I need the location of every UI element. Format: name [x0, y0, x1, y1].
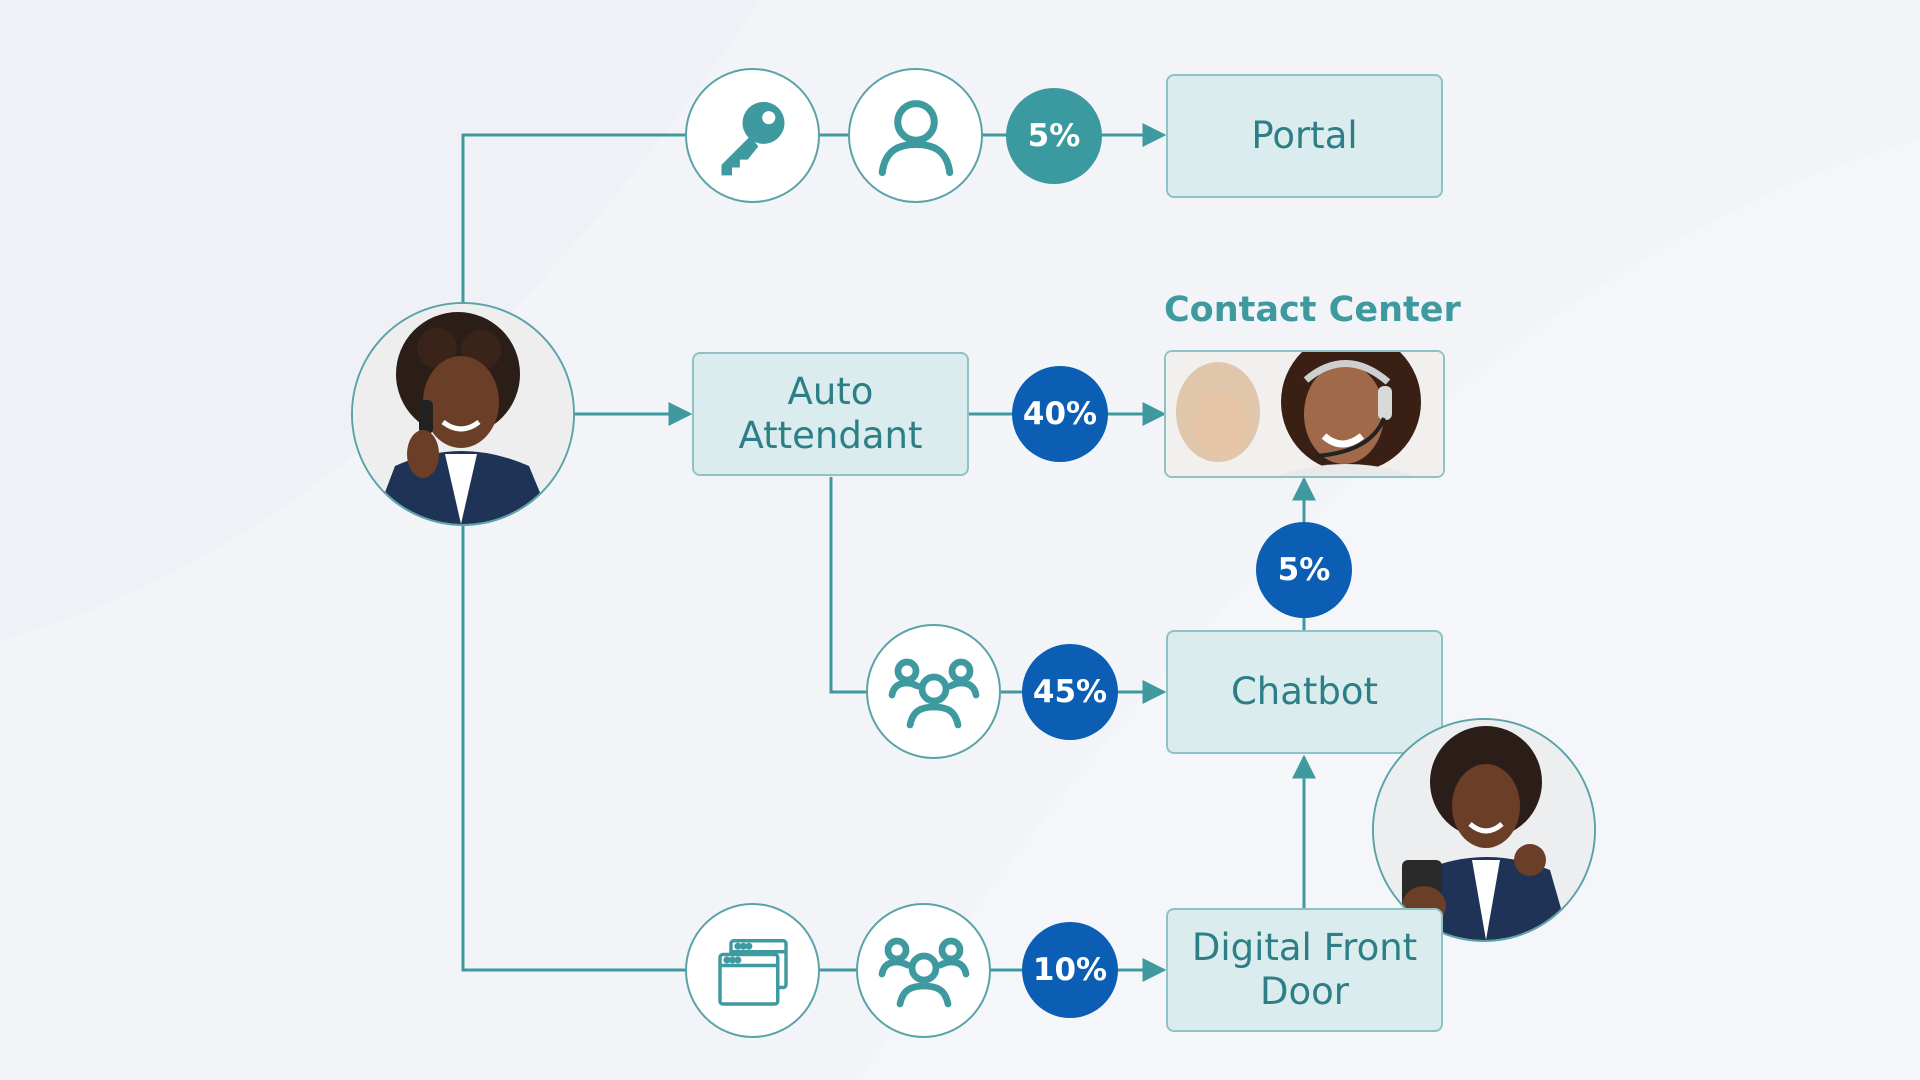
- portal-box[interactable]: Portal: [1166, 74, 1443, 198]
- digital-front-door-percentage-badge: 10%: [1022, 922, 1118, 1018]
- chatbot-label: Chatbot: [1230, 670, 1379, 713]
- auto-attendant-label: Auto Attendant: [738, 370, 923, 457]
- caller-photo: [351, 302, 575, 526]
- happy-customer-photo: [1372, 718, 1596, 942]
- user-icon: [848, 68, 983, 203]
- contact-center-heading: Contact Center: [1164, 290, 1461, 330]
- key-icon: [685, 68, 820, 203]
- contact-center-percentage-badge: 40%: [1012, 366, 1108, 462]
- digital-front-door-label: Digital Front Door: [1191, 926, 1418, 1013]
- browser-windows-icon: [685, 903, 820, 1038]
- line-caller-to-portal-path: [461, 133, 685, 302]
- group-icon: [856, 903, 991, 1038]
- contact-center-photo: [1164, 350, 1445, 478]
- chatbot-percentage-badge: 45%: [1022, 644, 1118, 740]
- digital-front-door-box[interactable]: Digital Front Door: [1166, 908, 1443, 1032]
- portal-label: Portal: [1251, 114, 1358, 157]
- portal-percentage-badge: 5%: [1006, 88, 1102, 184]
- chatbot-to-contact-center-badge: 5%: [1256, 522, 1352, 618]
- group-icon: [866, 624, 1001, 759]
- chatbot-box[interactable]: Chatbot: [1166, 630, 1443, 754]
- auto-attendant-box[interactable]: Auto Attendant: [692, 352, 969, 476]
